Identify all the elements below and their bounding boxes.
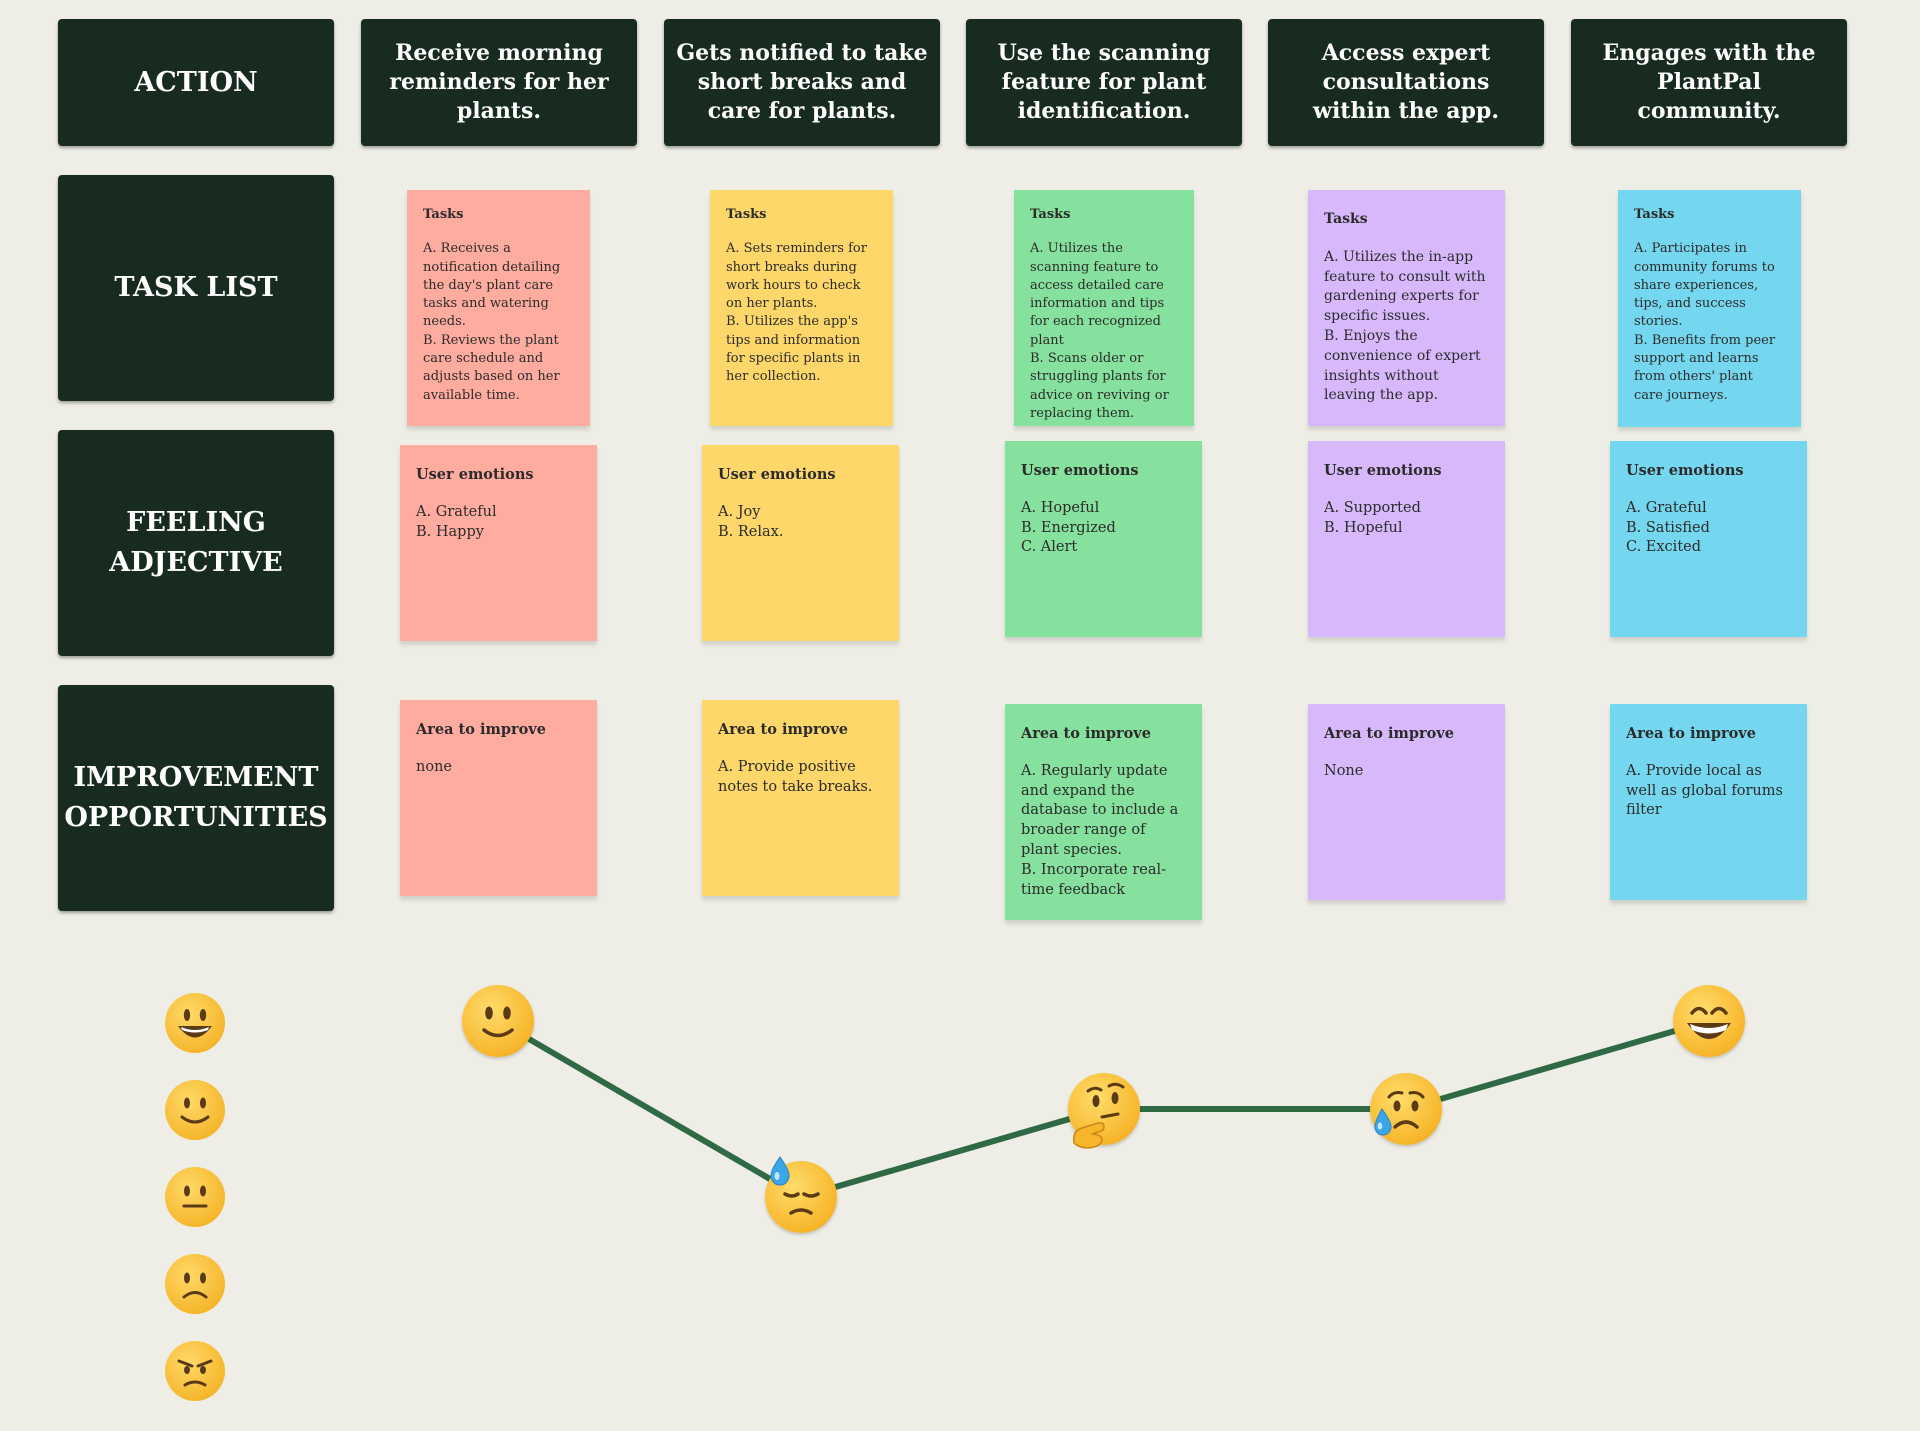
task-note-title: Tasks [1634, 207, 1675, 222]
emotion-note-body: A. Supported B. Hopeful [1324, 499, 1421, 536]
task-note-title: Tasks [423, 207, 464, 222]
journey-line-segment-2 [798, 1106, 1107, 1200]
journey-line-segment-4 [1403, 1018, 1712, 1112]
task-note-title: Tasks [1030, 207, 1071, 222]
action-header-3: Use the scanning feature for plant ident… [966, 19, 1242, 146]
thinking-face-icon [1068, 1073, 1140, 1149]
improve-note-body: None [1324, 762, 1364, 779]
improve-note-body: A. Provide positive notes to take breaks… [718, 758, 873, 795]
task-note-body: A. Utilizes the in-app feature to consul… [1324, 248, 1486, 404]
action-header-4: Access expert consultations within the a… [1268, 19, 1544, 146]
emotion-note-title: User emotions [416, 466, 534, 483]
improvement-opportunities-row-header: IMPROVEMENT OPPORTUNITIES [58, 685, 334, 911]
downcast-face-with-sweat-icon [765, 1156, 837, 1233]
improve-note-body: A. Provide local as well as global forum… [1626, 762, 1783, 819]
neutral-face-icon [165, 1167, 225, 1227]
improve-note-title: Area to improve [1324, 725, 1454, 742]
improve-note-title: Area to improve [1626, 725, 1756, 742]
sad-face-icon [165, 1254, 225, 1314]
task-note-body: A. Sets reminders for short breaks durin… [726, 241, 867, 385]
task-note-body: A. Receives a notification detailing the… [423, 241, 561, 403]
emotion-note-5: User emotions A. Grateful B. Satisfied C… [1610, 441, 1807, 637]
improve-note-title: Area to improve [416, 721, 546, 738]
emotion-note-2: User emotions A. Joy B. Relax. [702, 445, 899, 641]
emotion-note-title: User emotions [718, 466, 836, 483]
emotion-note-4: User emotions A. Supported B. Hopeful [1308, 441, 1505, 637]
improve-note-body: A. Regularly update and expand the datab… [1021, 762, 1179, 898]
action-header-1: Receive morning reminders for her plants… [361, 19, 637, 146]
improve-note-3: Area to improve A. Regularly update and … [1005, 704, 1202, 920]
happy-face-icon [165, 1080, 225, 1140]
improve-note-body: none [416, 758, 452, 775]
improve-note-1: Area to improve none [400, 700, 597, 896]
task-note-title: Tasks [726, 207, 767, 222]
very-happy-face-icon [165, 993, 225, 1053]
emotion-note-body: A. Grateful B. Satisfied C. Excited [1626, 499, 1710, 556]
emotion-note-body: A. Joy B. Relax. [718, 503, 784, 540]
task-note-2: Tasks A. Sets reminders for short breaks… [710, 190, 893, 426]
task-note-body: A. Utilizes the scanning feature to acce… [1030, 241, 1169, 421]
improve-note-4: Area to improve None [1308, 704, 1505, 900]
journey-line-segment-1 [495, 1018, 804, 1200]
sad-but-relieved-face-icon [1370, 1073, 1442, 1145]
action-header-5: Engages with the PlantPal community. [1571, 19, 1847, 146]
emotion-note-body: A. Hopeful B. Energized C. Alert [1021, 499, 1116, 556]
action-row-header: ACTION [58, 19, 334, 146]
improve-note-title: Area to improve [718, 721, 848, 738]
emotion-note-1: User emotions A. Grateful B. Happy [400, 445, 597, 641]
task-note-title: Tasks [1324, 211, 1368, 227]
task-note-1: Tasks A. Receives a notification detaili… [407, 190, 590, 426]
emotion-note-title: User emotions [1021, 462, 1139, 479]
slightly-smiling-face-icon [462, 985, 534, 1057]
action-header-2: Gets notified to take short breaks and c… [664, 19, 940, 146]
improve-note-title: Area to improve [1021, 725, 1151, 742]
task-list-row-header: TASK LIST [58, 175, 334, 401]
task-note-4: Tasks A. Utilizes the in-app feature to … [1308, 190, 1505, 426]
task-note-body: A. Participates in community forums to s… [1634, 241, 1776, 403]
improve-note-5: Area to improve A. Provide local as well… [1610, 704, 1807, 900]
grinning-face-icon [1673, 985, 1745, 1057]
emotion-note-3: User emotions A. Hopeful B. Energized C.… [1005, 441, 1202, 637]
feeling-adjective-row-header: FEELING ADJECTIVE [58, 430, 334, 656]
emotion-note-title: User emotions [1324, 462, 1442, 479]
emotion-note-title: User emotions [1626, 462, 1744, 479]
angry-face-icon [165, 1341, 225, 1401]
improve-note-2: Area to improve A. Provide positive note… [702, 700, 899, 896]
emotion-note-body: A. Grateful B. Happy [416, 503, 497, 540]
task-note-5: Tasks A. Participates in community forum… [1618, 190, 1801, 427]
task-note-3: Tasks A. Utilizes the scanning feature t… [1014, 190, 1194, 426]
